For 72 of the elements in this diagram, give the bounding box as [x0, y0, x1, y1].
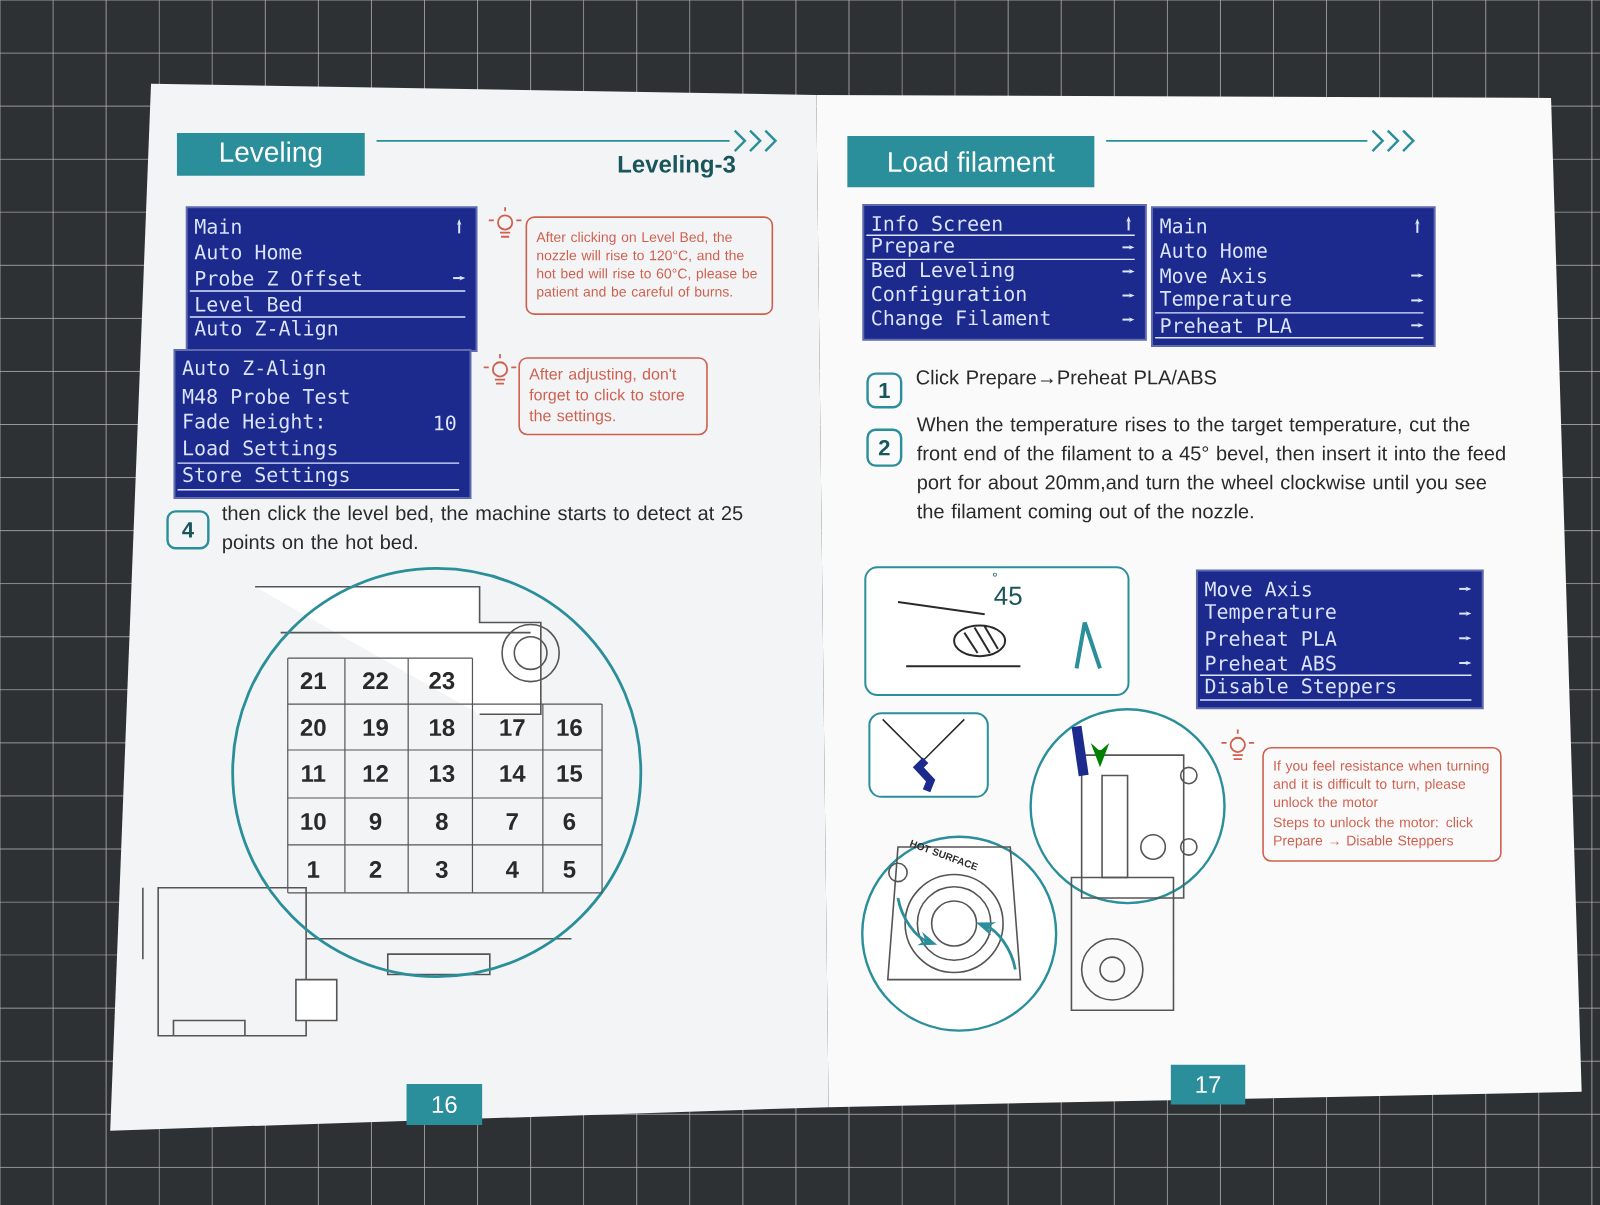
step-number: 4: [166, 510, 210, 550]
page-subtitle: Leveling-3: [618, 155, 736, 178]
grid-number: 21: [300, 672, 326, 689]
angle-label: 45: [994, 586, 1022, 605]
tip-box: After clicking on Level Bed, the nozzle will rise to 120°C, and the hot bed will rise to 60°C, please be patient and be careful of burns.: [525, 216, 774, 315]
tip-box: After adjusting, don't forget to click to store the settings.: [518, 357, 708, 436]
grid-number: 6: [563, 812, 576, 830]
grid-number: 1: [308, 861, 320, 878]
step-number: 1: [866, 372, 903, 409]
lcd-screen: [173, 348, 472, 499]
menu-item: Info Screen: [872, 215, 1002, 231]
menu-item: Temperature: [1204, 604, 1336, 623]
menu-item: Probe Z Offset: [196, 270, 361, 286]
grid-number: 9: [369, 812, 382, 830]
lcd-screen: [1151, 206, 1436, 347]
angle-label: °: [992, 572, 997, 577]
menu-value: 10: [435, 415, 456, 431]
lcd-screen: [1195, 569, 1484, 710]
menu-item: Temperature: [1160, 291, 1291, 310]
menu-item: Configuration: [872, 285, 1026, 306]
lcd-screen: [862, 204, 1147, 341]
grid-number: 22: [363, 672, 388, 689]
menu-item: Preheat PLA: [1161, 317, 1292, 333]
grid-number: 5: [563, 861, 576, 878]
menu-item: Move Axis: [1160, 267, 1266, 284]
section-header: Leveling: [176, 133, 365, 176]
grid-number: 23: [429, 672, 455, 690]
menu-item: Fade Height:: [184, 413, 322, 433]
page-number: 17: [1170, 1064, 1246, 1105]
grid-number: 3: [435, 860, 448, 878]
menu-item: Change Filament: [872, 309, 1050, 330]
grid-number: 15: [557, 765, 583, 782]
grid-number: 19: [363, 719, 388, 736]
menu-item: Preheat ABS: [1206, 655, 1336, 671]
menu-item: Load Settings: [184, 439, 337, 460]
menu-item: Move Axis: [1205, 581, 1311, 597]
grid-number: 16: [557, 719, 582, 736]
section-header: Load filament: [847, 136, 1095, 188]
page-number: 16: [406, 1084, 483, 1125]
menu-item: Auto Z-Align: [194, 320, 337, 340]
menu-item: Disable Steppers: [1205, 677, 1396, 698]
illustration-box: [864, 566, 1130, 696]
step-text: Click Prepare→Preheat PLA/ABS: [916, 369, 1216, 389]
grid-number: 20: [300, 719, 326, 736]
menu-item: M48 Probe Test: [182, 388, 349, 404]
menu-item: Level Bed: [196, 296, 301, 312]
grid-number: 4: [505, 861, 519, 878]
step-text: When the temperature rises to the target temperature, cut the front end of the filament to a 45° bevel, then insert it into the feed port for about 20mm,and turn the wheel clockwise until you see the filament coming out of the nozzle.: [916, 416, 1505, 523]
illustration-box: [868, 712, 989, 798]
menu-item: Main: [195, 218, 241, 234]
lcd-screen: [185, 206, 478, 352]
grid-number: 8: [435, 812, 448, 830]
menu-item: Bed Leveling: [872, 261, 1014, 282]
grid-number: 7: [506, 813, 518, 830]
menu-item: Prepare: [872, 237, 954, 257]
grid-number: 18: [430, 719, 455, 736]
grid-number: 17: [500, 719, 525, 736]
grid-number: 14: [500, 765, 526, 782]
menu-item: Main: [1160, 217, 1206, 234]
step-number: 2: [866, 428, 903, 467]
menu-item: Auto Home: [194, 244, 302, 260]
menu-item: Auto Home: [1159, 243, 1267, 258]
step-text: then click the level bed, the machine starts to detect at 25 points on the hot bed.: [222, 505, 743, 554]
grid-number: 12: [363, 765, 388, 782]
grid-number: 13: [430, 764, 455, 782]
menu-item: Auto Z-Align: [182, 359, 325, 380]
menu-item: Store Settings: [183, 466, 349, 487]
menu-item: Preheat PLA: [1206, 630, 1337, 646]
grid-number: 10: [301, 812, 326, 830]
tip-box: If you feel resistance when turning and it is difficult to turn, please unlock the motor Steps to unlock the motor: click Prepare → Disable Steppers: [1262, 746, 1502, 862]
grid-number: 11: [302, 765, 326, 782]
grid-number: 2: [369, 861, 382, 878]
